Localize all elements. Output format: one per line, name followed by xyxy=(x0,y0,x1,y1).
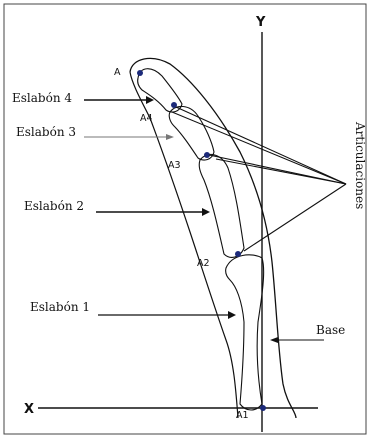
joint-a2-dot xyxy=(235,251,241,257)
point-a2-label: A2 xyxy=(197,258,210,269)
joint-a-dot xyxy=(137,70,143,76)
link-1-label: Eslabón 1 xyxy=(30,300,90,314)
point-a3-label: A3 xyxy=(168,160,181,171)
joint-a1-dot xyxy=(260,405,266,411)
link-2-shape xyxy=(199,154,244,257)
joints-line-a3b xyxy=(216,159,346,184)
link-3-arrowhead xyxy=(166,134,174,140)
joints-label: Articulaciones xyxy=(353,121,367,209)
x-axis-label: X xyxy=(24,402,34,417)
link-2-label: Eslabón 2 xyxy=(24,199,84,213)
point-a1-label: A1 xyxy=(236,410,249,421)
link-4-label: Eslabón 4 xyxy=(12,91,72,105)
joints-line-a4 xyxy=(176,107,346,184)
base-arrowhead xyxy=(270,337,278,343)
point-a4-label: A4 xyxy=(140,113,153,124)
joints-line-a2 xyxy=(244,184,346,251)
link-1-arrowhead xyxy=(228,311,236,319)
link-1-shape xyxy=(226,255,264,410)
y-axis-label: Y xyxy=(255,15,266,30)
joints-line-a4b xyxy=(172,112,346,184)
link-2-arrowhead xyxy=(202,208,210,216)
finger-outer-contour xyxy=(130,58,296,418)
link-3-label: Eslabón 3 xyxy=(16,125,76,139)
diagram-frame xyxy=(4,4,366,434)
base-label: Base xyxy=(316,323,345,337)
point-a-label: A xyxy=(114,67,121,78)
